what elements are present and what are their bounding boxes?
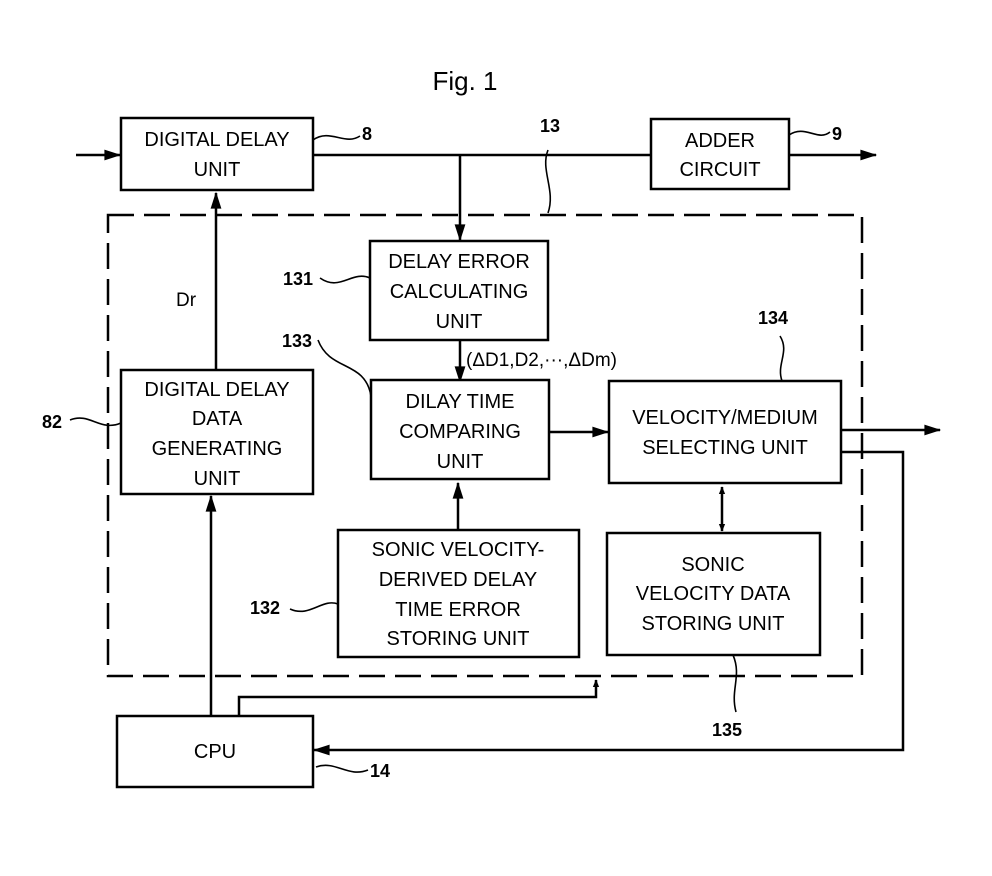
svg-text:STORING UNIT: STORING UNIT [387,628,530,650]
ref-135: 135 [712,720,742,740]
svg-text:DATA: DATA [192,408,243,430]
ref-133: 133 [282,331,312,351]
leader-13 [546,150,551,213]
cpu: CPU [117,716,313,787]
leader-14 [316,765,368,772]
svg-text:STORING UNIT: STORING UNIT [642,613,785,635]
delta-d-signal-label: (ΔD1,D2,···,ΔDm) [466,350,617,371]
dr-signal-label: Dr [176,290,197,311]
sonic-velocity-derived-delay-time-error-storing-unit: SONIC VELOCITY- DERIVED DELAY TIME ERROR… [338,530,579,657]
svg-text:CPU: CPU [194,741,236,763]
svg-text:SONIC: SONIC [681,554,744,576]
ref-131: 131 [283,269,313,289]
ref-8: 8 [362,124,372,144]
figure-title: Fig. 1 [432,66,497,96]
leader-131 [320,276,370,283]
leader-8 [313,136,360,140]
leader-133 [318,340,371,396]
svg-text:TIME ERROR: TIME ERROR [395,599,521,621]
dilay-time-comparing-unit: DILAY TIME COMPARING UNIT [371,380,549,479]
svg-text:DIGITAL DELAY: DIGITAL DELAY [144,379,289,401]
delay-error-calculating-unit: DELAY ERROR CALCULATING UNIT [370,241,548,340]
ref-9: 9 [832,124,842,144]
svg-text:VELOCITY/MEDIUM: VELOCITY/MEDIUM [632,407,818,429]
leader-82 [70,418,121,425]
leader-9 [789,131,830,135]
svg-text:DILAY TIME: DILAY TIME [406,391,515,413]
ref-82: 82 [42,412,62,432]
svg-text:SONIC VELOCITY-: SONIC VELOCITY- [372,539,545,561]
svg-text:DERIVED DELAY: DERIVED DELAY [379,569,538,591]
svg-text:CIRCUIT: CIRCUIT [679,159,760,181]
cpu-to-group-13 [239,680,596,716]
svg-text:GENERATING: GENERATING [152,438,283,460]
ref-134: 134 [758,308,788,328]
svg-text:ADDER: ADDER [685,130,755,152]
velocity-medium-selecting-unit: VELOCITY/MEDIUM SELECTING UNIT [609,381,841,483]
adder-circuit: ADDER CIRCUIT [651,119,789,189]
svg-text:DELAY ERROR: DELAY ERROR [388,251,530,273]
ref-132: 132 [250,598,280,618]
ref-13: 13 [540,116,560,136]
svg-text:UNIT: UNIT [437,451,484,473]
svg-text:CALCULATING: CALCULATING [390,281,529,303]
svg-text:COMPARING: COMPARING [399,421,521,443]
svg-text:UNIT: UNIT [194,159,241,181]
digital-delay-data-generating-unit: DIGITAL DELAY DATA GENERATING UNIT [121,370,313,494]
leader-132 [290,603,338,612]
leader-134 [780,336,784,381]
svg-text:UNIT: UNIT [194,468,241,490]
digital-delay-unit: DIGITAL DELAY UNIT [121,118,313,190]
ref-14: 14 [370,761,390,781]
svg-text:VELOCITY DATA: VELOCITY DATA [636,583,791,605]
leader-135 [733,655,736,712]
sonic-velocity-data-storing-unit: SONIC VELOCITY DATA STORING UNIT [607,533,820,655]
svg-text:UNIT: UNIT [436,311,483,333]
svg-text:SELECTING UNIT: SELECTING UNIT [642,437,808,459]
svg-text:DIGITAL DELAY: DIGITAL DELAY [144,129,289,151]
